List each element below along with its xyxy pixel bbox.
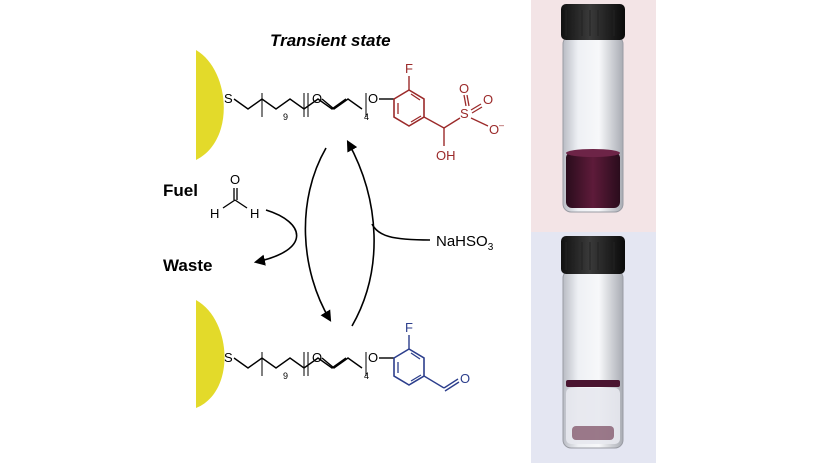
formaldehyde: O H H (210, 172, 259, 221)
vial-bottom-cap (561, 236, 625, 274)
top-alkyl-chain (233, 98, 347, 110)
top-aryl-o: O (368, 91, 378, 106)
top-charge: – (499, 120, 504, 130)
top-fluorine: F (405, 61, 413, 76)
top-sulfonate-o2: O (483, 92, 493, 107)
bottom-repeat-peg: 4 (364, 371, 369, 381)
formaldehyde-o: O (230, 172, 240, 187)
vial-top-liquid (566, 152, 620, 208)
gold-surface-top (196, 50, 224, 160)
molecule-bottom: S 9 O 4 O F O (224, 320, 470, 392)
top-sulfonate-s: S (460, 106, 469, 121)
top-sulfonate-o3: O (489, 122, 499, 137)
nahso3-arrow (371, 223, 431, 241)
bottom-fluorine: F (405, 320, 413, 335)
title-transient-state: Transient state (270, 31, 391, 50)
formaldehyde-h1: H (210, 206, 219, 221)
photo-panel-top (531, 0, 656, 232)
top-peg-bracket (307, 93, 367, 117)
photo-panel-bottom (531, 232, 656, 463)
cycle-arrow-up (346, 140, 375, 327)
cycle-arrow-down (304, 147, 332, 322)
bottom-aldehyde-o: O (460, 371, 470, 386)
fuel-waste-arrow (253, 209, 298, 266)
vial-top (561, 4, 625, 213)
nahso3-label: NaHSO3 (436, 233, 494, 253)
top-hydroxyl: OH (436, 148, 456, 163)
molecule-top: S 9 O 4 O F OH S O O O – (224, 61, 504, 163)
fuel-label: Fuel (163, 181, 198, 200)
vial-top-cap (561, 4, 625, 40)
vial-bottom-film (566, 380, 620, 387)
bottom-aryl-o: O (368, 350, 378, 365)
top-repeat-alkyl: 9 (283, 112, 288, 122)
top-sulfonate-o1: O (459, 81, 469, 96)
top-alkyl-bracket (261, 93, 305, 117)
gold-surface-bottom (196, 300, 225, 408)
formaldehyde-h2: H (250, 206, 259, 221)
top-thiol-s: S (224, 91, 233, 106)
bottom-thiol-s: S (224, 350, 233, 365)
bottom-ether-o: O (312, 350, 322, 365)
waste-label: Waste (163, 256, 212, 275)
top-ether-o: O (312, 91, 322, 106)
bottom-repeat-alkyl: 9 (283, 371, 288, 381)
top-repeat-peg: 4 (364, 112, 369, 122)
vial-bottom (561, 236, 625, 449)
